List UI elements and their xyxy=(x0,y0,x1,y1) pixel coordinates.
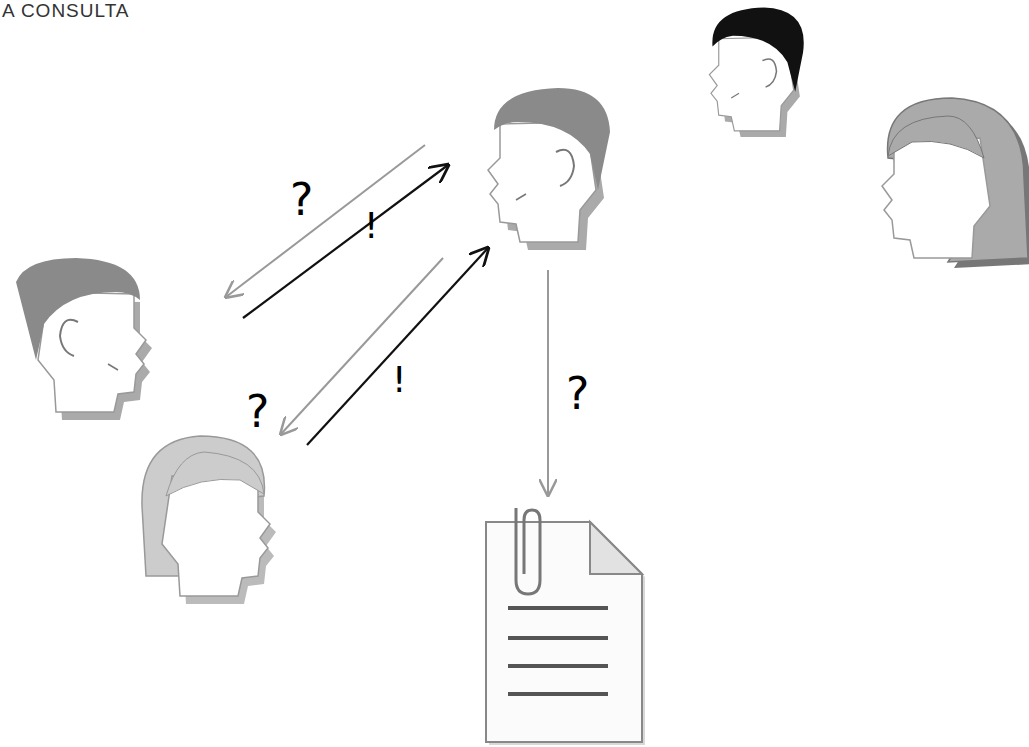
question-arrow xyxy=(547,270,549,495)
page-title: A CONSULTA xyxy=(2,0,130,22)
person-head xyxy=(488,88,610,250)
arrow-symbol: ? xyxy=(566,372,589,416)
question-arrow xyxy=(281,258,443,434)
document-icon xyxy=(486,508,645,745)
answer-arrow xyxy=(307,248,488,445)
answer-arrow xyxy=(243,165,448,318)
arrow-symbol: ? xyxy=(246,390,269,434)
question-arrow xyxy=(226,145,425,297)
arrow-symbol: ! xyxy=(364,208,378,244)
person-head xyxy=(16,258,152,420)
arrow-symbol: ! xyxy=(392,362,406,398)
arrow-symbol: ? xyxy=(290,178,313,222)
person-head xyxy=(709,8,803,137)
person-head xyxy=(882,98,1029,268)
person-head xyxy=(142,436,276,604)
